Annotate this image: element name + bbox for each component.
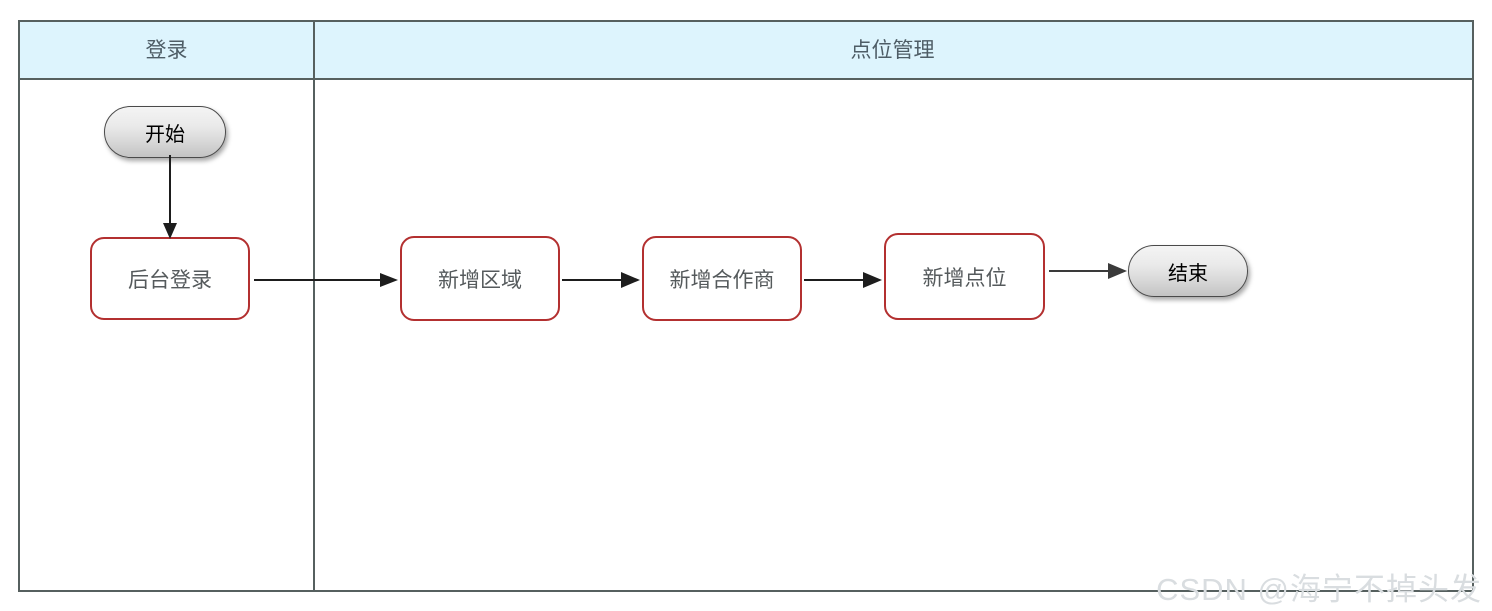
watermark-text: CSDN @海宁不掉头发: [1156, 572, 1482, 607]
node-add-partner[interactable]: 新增合作商: [642, 236, 802, 321]
node-admin-login[interactable]: 后台登录: [90, 237, 250, 320]
swimlane-header-point-management: 点位管理: [850, 39, 935, 62]
node-add-point[interactable]: 新增点位: [884, 233, 1045, 320]
swimlane-table: 登录 点位管理: [18, 20, 1474, 592]
swimlane-header-login: 登录: [145, 39, 188, 62]
swimlane-header-row: 登录 点位管理: [20, 22, 1472, 80]
swimlane-column-divider: [313, 22, 315, 590]
node-end[interactable]: 结束: [1128, 245, 1248, 297]
node-add-region[interactable]: 新增区域: [400, 236, 560, 321]
node-start[interactable]: 开始: [104, 106, 226, 158]
